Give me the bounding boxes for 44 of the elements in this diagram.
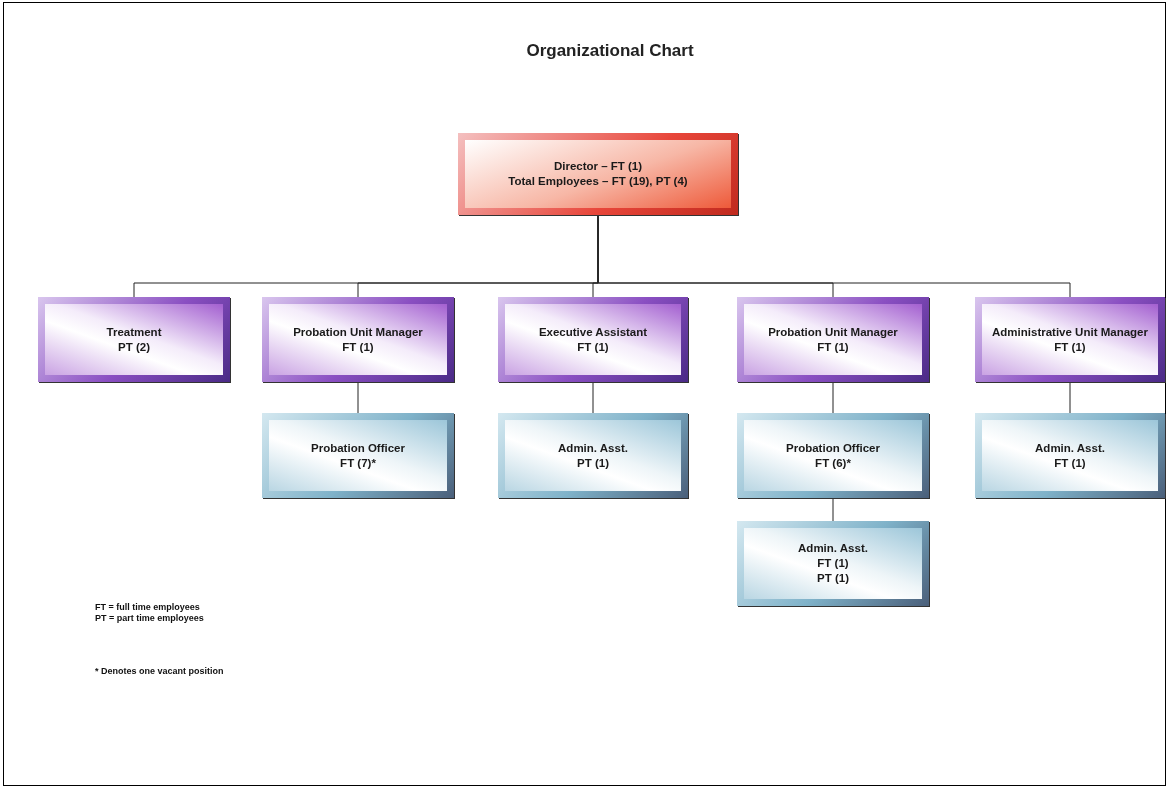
position-box xyxy=(737,297,929,382)
position-box xyxy=(38,297,230,382)
footnote: * Denotes one vacant position xyxy=(95,666,224,677)
position-text: FT (1) xyxy=(1054,455,1086,471)
position-box xyxy=(262,297,454,382)
position-text: PT (2) xyxy=(118,339,150,355)
position-box xyxy=(737,413,929,498)
legend-note: PT = part time employees xyxy=(95,613,204,624)
position-text: FT (7)* xyxy=(340,455,376,471)
connector-line xyxy=(832,497,834,522)
position-text: Probation Unit Manager xyxy=(768,324,898,340)
connector-line xyxy=(832,381,834,414)
position-box xyxy=(458,133,738,215)
position-text: Probation Officer xyxy=(786,440,880,456)
position-text: Treatment xyxy=(106,324,162,340)
position-box xyxy=(975,297,1165,382)
position-text: Admin. Asst. xyxy=(558,440,628,456)
position-text: Administrative Unit Manager xyxy=(992,324,1148,340)
position-text: PT (1) xyxy=(577,455,609,471)
position-text: FT (1) xyxy=(342,339,374,355)
position-text: FT (1) xyxy=(817,556,849,571)
position-text: FT (1) xyxy=(817,339,849,355)
position-text: Executive Assistant xyxy=(538,324,648,340)
position-box xyxy=(498,297,688,382)
position-text: FT (1) xyxy=(577,339,609,355)
connector-line xyxy=(597,214,1071,298)
legend-note: FT = full time employees xyxy=(95,602,201,613)
position-box xyxy=(975,413,1165,498)
position-text: Probation Unit Manager xyxy=(293,324,423,340)
connector-line xyxy=(357,381,359,414)
position-text: Admin. Asst. xyxy=(798,541,868,556)
position-text: Probation Officer xyxy=(311,440,405,456)
position-box xyxy=(262,413,454,498)
position-text: FT (6)* xyxy=(815,455,851,471)
position-text: FT (1) xyxy=(1054,339,1086,355)
position-text: PT (1) xyxy=(817,571,849,586)
connector-line xyxy=(592,381,594,414)
chart-title: Organizational Chart xyxy=(525,40,695,62)
position-box xyxy=(498,413,688,498)
position-box xyxy=(737,521,929,606)
connector-line xyxy=(1069,381,1071,414)
position-text: Admin. Asst. xyxy=(1035,440,1105,456)
position-text: Director – FT (1) xyxy=(553,159,643,174)
position-text: Total Employees – FT (19), PT (4) xyxy=(508,174,688,189)
